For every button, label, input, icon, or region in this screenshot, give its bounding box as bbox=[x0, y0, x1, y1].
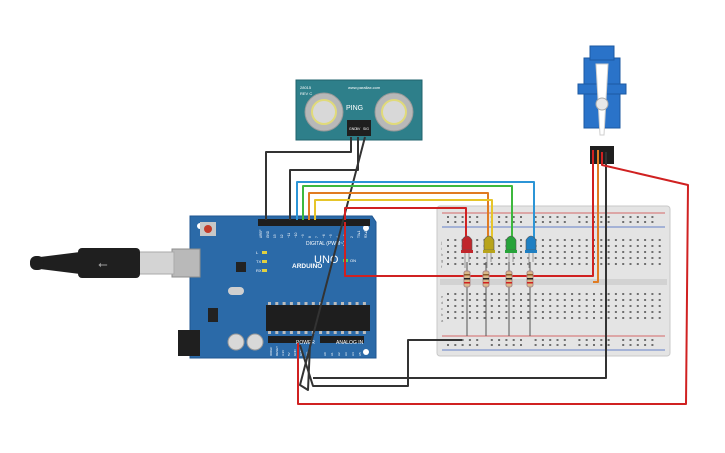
wire-red-led bbox=[344, 207, 467, 240]
sensor-pin-sig: SIG bbox=[363, 127, 369, 131]
pin-label: RESET bbox=[275, 346, 279, 356]
resistor bbox=[505, 262, 513, 336]
row-letter: h bbox=[441, 252, 443, 257]
power-jack bbox=[178, 330, 200, 356]
pin-label: ~11 bbox=[287, 233, 291, 238]
sensor-name: PING bbox=[346, 105, 363, 112]
sensor-brand: www.parallax.com bbox=[348, 85, 381, 90]
sensor-rev: REV C bbox=[300, 91, 312, 96]
servo-motor[interactable] bbox=[577, 45, 627, 164]
resistor bbox=[526, 262, 534, 336]
wire-red-servo bbox=[297, 152, 689, 405]
mounting-hole bbox=[363, 225, 369, 231]
power-label: POWER bbox=[296, 340, 315, 346]
pin-label: ~5 bbox=[329, 234, 333, 238]
row-letter: b bbox=[441, 312, 444, 317]
resistor bbox=[463, 262, 471, 336]
pin-label: 8 bbox=[308, 236, 312, 238]
yellow-led bbox=[483, 235, 495, 268]
row-letter: c bbox=[441, 306, 443, 311]
ping-sensor[interactable]: 28015 REV C www.parallax.com PING GND 5V… bbox=[295, 79, 423, 141]
sensor-pin-gnd: GND bbox=[349, 127, 357, 131]
row-letter: a bbox=[441, 318, 444, 323]
pin-label: A4 bbox=[351, 352, 355, 356]
wire-green bbox=[302, 185, 513, 240]
pin-label: ~9 bbox=[301, 234, 305, 238]
mounting-hole bbox=[363, 349, 369, 355]
usb-cable: ⭠ bbox=[30, 248, 175, 278]
pin-label: ~6 bbox=[322, 234, 326, 238]
arduino-model: UNO bbox=[314, 254, 339, 266]
pin-label: 5V bbox=[287, 352, 291, 356]
pin-label: A2 bbox=[337, 352, 341, 356]
breadboard-holes bbox=[447, 216, 661, 346]
digital-header bbox=[258, 219, 370, 226]
digital-label: DIGITAL (PWM~) bbox=[306, 241, 345, 247]
pin-label: TX▸1 bbox=[357, 230, 361, 238]
wire-blue bbox=[296, 181, 535, 240]
row-letter: g bbox=[441, 258, 443, 263]
tx-label: TX bbox=[256, 259, 261, 264]
pin-label: A5 bbox=[358, 352, 362, 356]
usb-symbol-icon: ⭠ bbox=[98, 257, 108, 271]
usb-port bbox=[171, 248, 201, 278]
pin-label: A3 bbox=[344, 352, 348, 356]
pin-label: 7 bbox=[315, 236, 319, 238]
row-letter: d bbox=[441, 300, 443, 305]
row-letter: j bbox=[440, 240, 442, 245]
arduino-brand: ARDUINO bbox=[292, 263, 322, 270]
rx-label: RX bbox=[256, 268, 262, 273]
pin-label: GND bbox=[299, 349, 303, 357]
analog-label: ANALOG IN bbox=[336, 340, 364, 346]
pin-label: 12 bbox=[280, 234, 284, 238]
wire-black-gnd-loop bbox=[299, 339, 462, 387]
sensor-model: 28015 bbox=[300, 85, 312, 90]
wire-black-sensor-5v bbox=[289, 137, 359, 220]
wire-black-sensor-sig bbox=[299, 136, 366, 391]
on-label: ON bbox=[350, 258, 356, 263]
wire-black-sensor-gnd bbox=[265, 137, 352, 220]
row-letter: e bbox=[441, 294, 444, 299]
pin-label: 13 bbox=[273, 234, 277, 238]
pin-label: ~10 bbox=[294, 232, 298, 238]
wire-orange bbox=[308, 192, 489, 240]
resistors bbox=[463, 262, 534, 336]
l-label: L bbox=[256, 250, 259, 255]
row-letter: i bbox=[441, 246, 442, 251]
resistor bbox=[482, 262, 490, 336]
pin-label: AREF bbox=[259, 229, 263, 238]
pin-label: GND bbox=[293, 349, 297, 357]
pin-label: Vin bbox=[305, 351, 309, 356]
power-header bbox=[268, 336, 312, 343]
analog-header bbox=[320, 336, 364, 343]
pin-label: 3.3V bbox=[281, 350, 285, 356]
blue-led bbox=[525, 235, 537, 268]
pin-label: A1 bbox=[330, 352, 334, 356]
leds bbox=[461, 235, 537, 268]
sensor-pin-5v: 5V bbox=[356, 127, 361, 131]
pin-label: IOREF bbox=[269, 347, 273, 356]
pin-label: A0 bbox=[323, 352, 327, 356]
wire-yellow bbox=[314, 199, 493, 240]
wires bbox=[265, 136, 689, 405]
wire-black-servo bbox=[313, 152, 607, 379]
pin-label: RX◂0 bbox=[364, 230, 368, 238]
wire-orange-servo bbox=[593, 150, 599, 283]
arduino-uno-board[interactable]: ARDUINO UNO DIGITAL (PWM~) ANALOG IN POW… bbox=[171, 215, 377, 359]
red-led bbox=[461, 235, 473, 268]
pin-label: GND bbox=[266, 230, 270, 238]
row-letter: f bbox=[441, 264, 443, 269]
pin-label: 2 bbox=[350, 236, 354, 238]
